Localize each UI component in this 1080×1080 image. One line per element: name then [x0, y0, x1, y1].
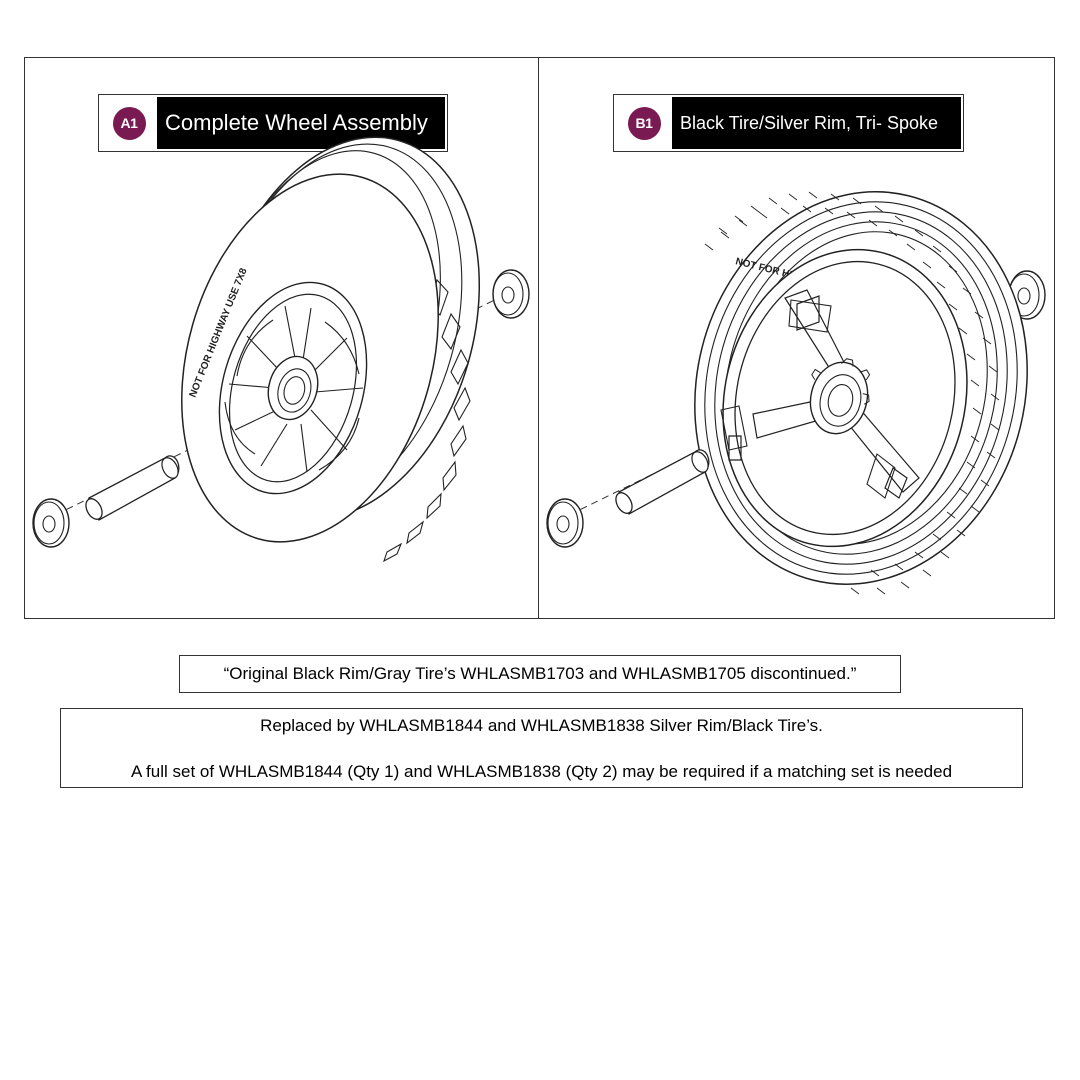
bearing-right — [492, 269, 530, 319]
tread-pattern-b — [704, 191, 1000, 595]
hub-b — [809, 358, 871, 435]
callout-label-b1: B1 Black Tire/Silver Rim, Tri- Spoke — [613, 94, 964, 152]
axle-sleeve-b — [615, 449, 710, 515]
panel-complete-wheel-assembly: A1 Complete Wheel Assembly — [25, 58, 539, 618]
replacement-notice-line1: Replaced by WHLASMB1844 and WHLASMB1838 … — [260, 716, 823, 735]
bearing-left — [32, 498, 70, 548]
callout-badge-a1: A1 — [112, 106, 146, 140]
panel-tri-spoke-wheel: B1 Black Tire/Silver Rim, Tri- Spoke — [539, 58, 1054, 618]
rim-a — [218, 281, 368, 495]
bearing-left — [546, 498, 584, 548]
discontinued-notice-text: “Original Black Rim/Gray Tire’s WHLASMB1… — [223, 664, 857, 683]
callout-label-a1: A1 Complete Wheel Assembly — [98, 94, 448, 152]
wheel-assembly-drawing: NOT FOR HIGHWAY USE 7X8 — [32, 136, 530, 563]
rim-b — [720, 248, 968, 548]
rim-tri-spokes — [728, 289, 920, 499]
callout-badge-b1: B1 — [627, 106, 661, 140]
rim-spokes-a — [224, 305, 364, 473]
rim-windows-b — [720, 299, 896, 499]
callout-title-b1: Black Tire/Silver Rim, Tri- Spoke — [672, 97, 961, 149]
parts-diagram-frame: A1 Complete Wheel Assembly — [24, 57, 1055, 619]
tri-spoke-wheel-drawing: NOT FOR HIGHWAY USE 3.0 8 — [546, 191, 1046, 595]
discontinued-notice: “Original Black Rim/Gray Tire’s WHLASMB1… — [179, 655, 901, 693]
replacement-notice: Replaced by WHLASMB1844 and WHLASMB1838 … — [60, 708, 1023, 788]
replacement-notice-line2: A full set of WHLASMB1844 (Qty 1) and WH… — [130, 762, 953, 781]
axle-sleeve-a — [85, 455, 180, 521]
